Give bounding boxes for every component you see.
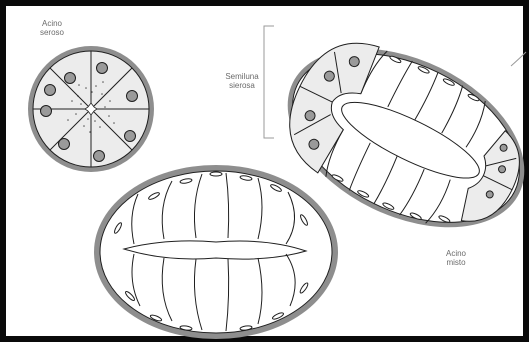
acini-illustration: [6, 6, 529, 348]
label-acino-misto: Acino misto: [438, 249, 474, 267]
serous-acinus: [28, 46, 154, 172]
semiluna-bracket: [264, 26, 274, 138]
mucous-acinus: [94, 165, 338, 339]
label-acino-seroso: Acino seroso: [34, 19, 70, 37]
label-semiluna-sierosa: Semiluna sierosa: [220, 72, 264, 90]
